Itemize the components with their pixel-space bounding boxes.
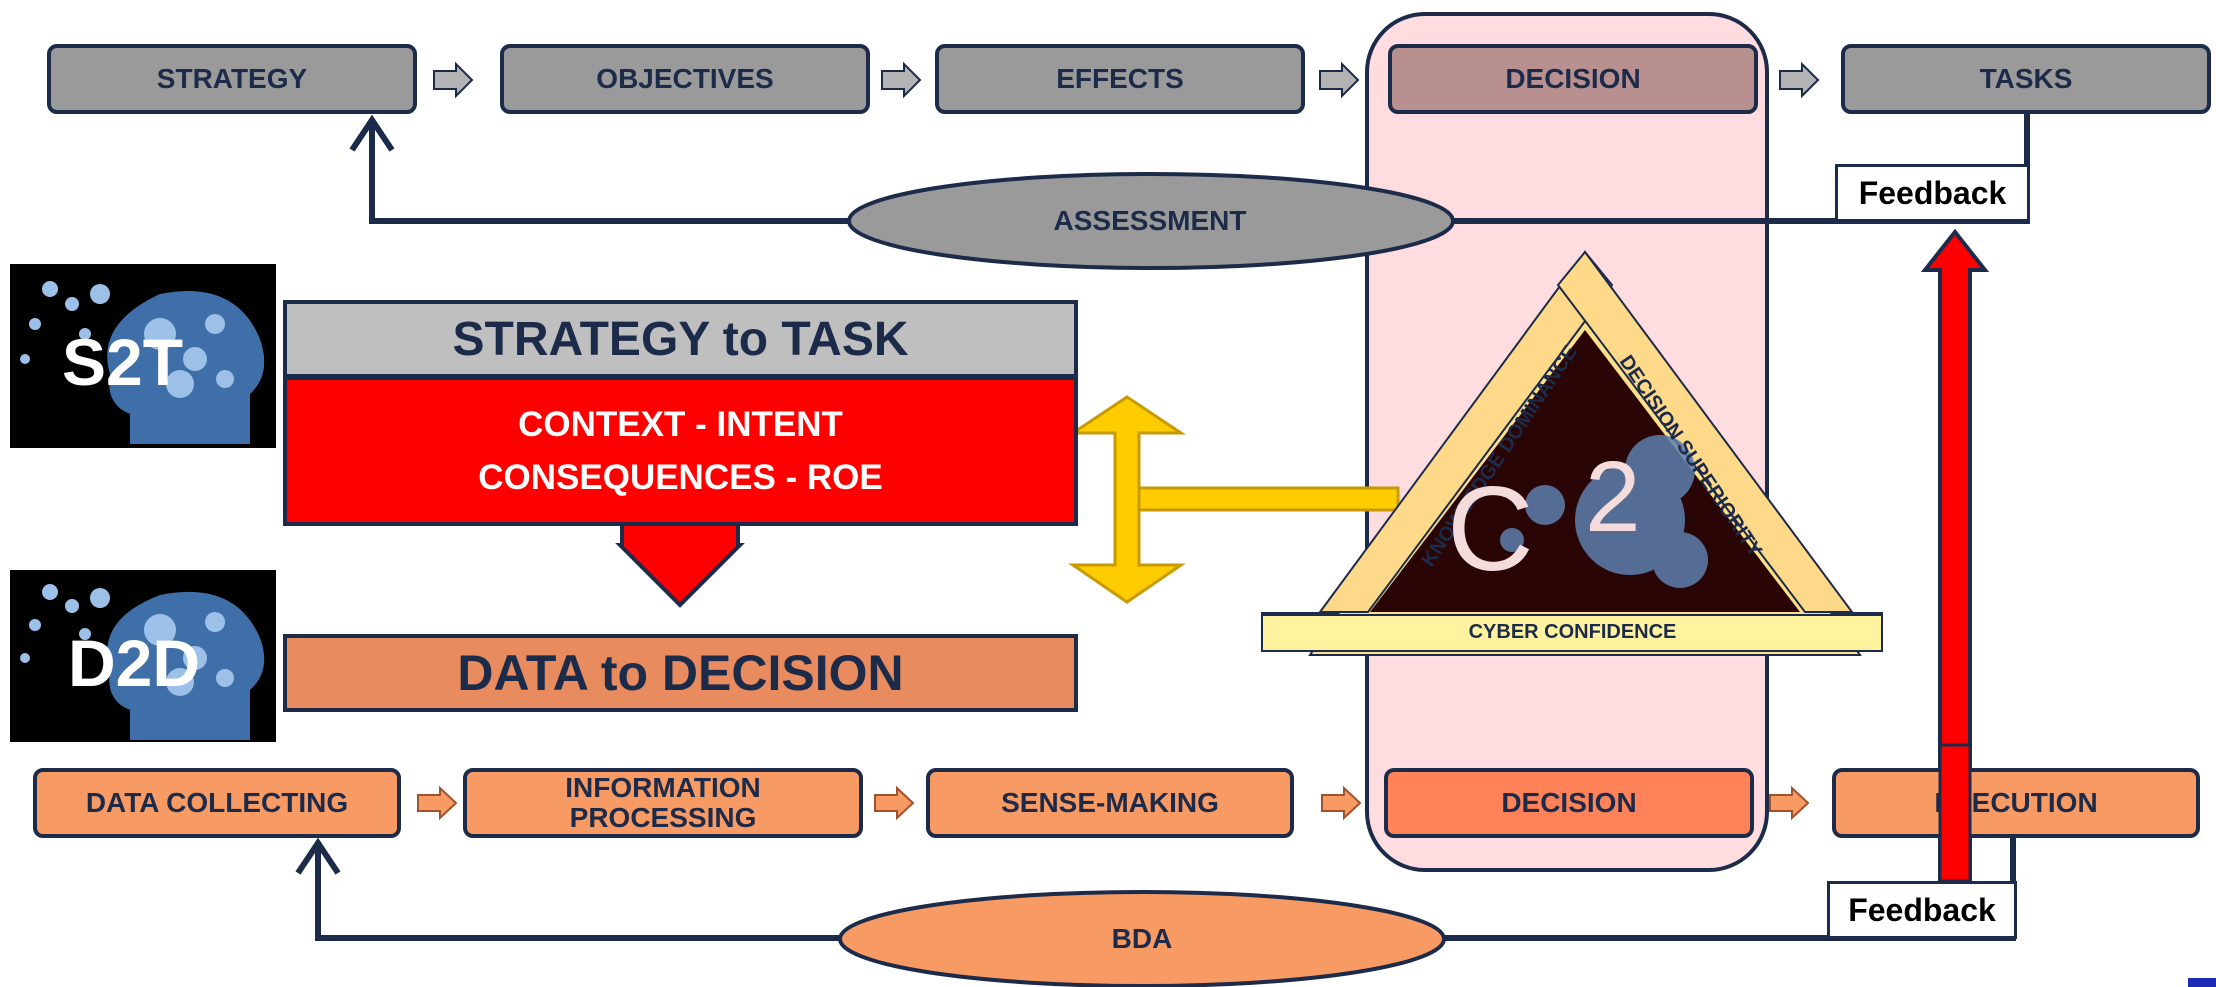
tasks-box: TASKS xyxy=(1841,44,2211,114)
bda-label: BDA xyxy=(1111,923,1173,954)
top-flow-arrows xyxy=(433,61,1820,99)
assessment-loop-arrowhead xyxy=(349,114,395,152)
c2-triangle xyxy=(1261,250,1883,656)
assessment-label: ASSESSMENT xyxy=(1053,205,1247,236)
s2t-head-image: S2T xyxy=(10,264,276,448)
information-processing-box: INFORMATION PROCESSING xyxy=(463,768,863,838)
c2-letter: C xyxy=(1447,462,1534,596)
information-processing-line2: PROCESSING xyxy=(569,802,757,833)
strategy-box: STRATEGY xyxy=(47,44,417,114)
cyber-confidence-label: CYBER CONFIDENCE xyxy=(1468,621,1677,643)
gold-connector xyxy=(1068,395,1400,604)
information-processing-line1: INFORMATION xyxy=(565,772,761,803)
feedback-bottom-label: Feedback xyxy=(1827,881,2017,939)
data-collecting-label: DATA COLLECTING xyxy=(85,787,349,818)
brain-gears-icon xyxy=(20,281,265,444)
sense-making-box: SENSE-MAKING xyxy=(926,768,1294,838)
bottom-flow-arrows xyxy=(417,785,1810,821)
top-decision-box: DECISION xyxy=(1388,44,1758,114)
d2d-title: DATA to DECISION xyxy=(283,634,1078,712)
s2t-line2: CONSEQUENCES - ROE xyxy=(478,458,883,497)
execution-box: EXECUTION xyxy=(1832,768,2200,838)
bottom-decision-box: DECISION xyxy=(1384,768,1754,838)
bottom-decision-label: DECISION xyxy=(1501,787,1637,818)
sense-making-label: SENSE-MAKING xyxy=(1001,787,1219,818)
d2d-head-image: D2D xyxy=(10,570,276,742)
s2t-code: S2T xyxy=(62,325,184,399)
d2d-code: D2D xyxy=(68,626,201,700)
s2t-context-box: CONTEXT - INTENT CONSEQUENCES - ROE xyxy=(283,376,1078,526)
s2t-title: STRATEGY to TASK xyxy=(283,300,1078,378)
c2-exponent: 2 xyxy=(1585,441,1641,553)
s2t-line1: CONTEXT - INTENT xyxy=(518,405,843,444)
feedback-top-label: Feedback xyxy=(1835,164,2030,222)
execution-label: EXECUTION xyxy=(1934,787,2098,818)
brain-gears-icon xyxy=(20,584,265,740)
bda-loop-arrowhead xyxy=(295,837,341,875)
effects-box: EFFECTS xyxy=(935,44,1305,114)
objectives-box: OBJECTIVES xyxy=(500,44,870,114)
data-collecting-box: DATA COLLECTING xyxy=(33,768,401,838)
